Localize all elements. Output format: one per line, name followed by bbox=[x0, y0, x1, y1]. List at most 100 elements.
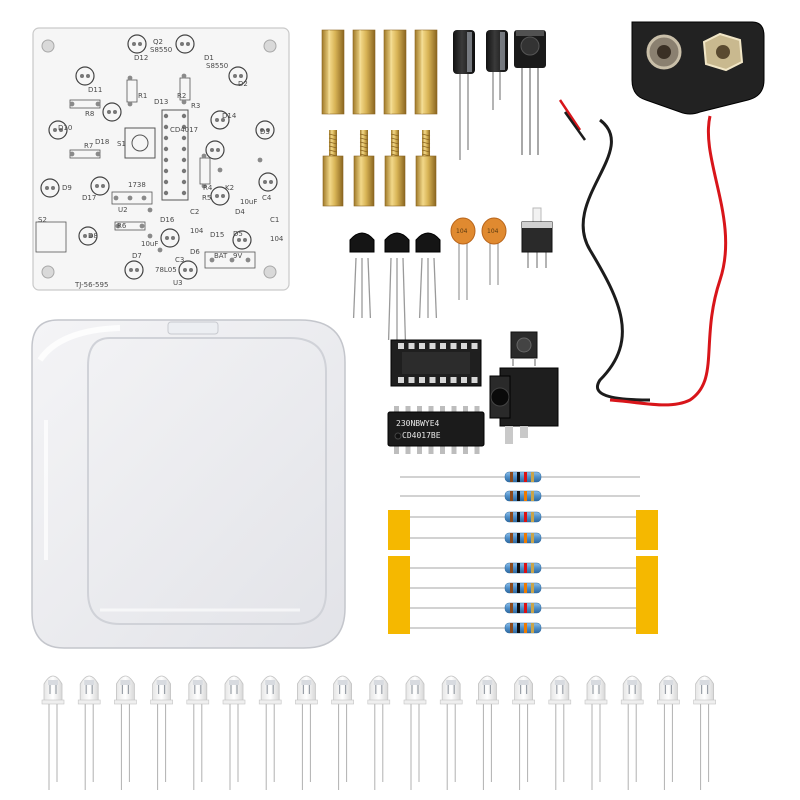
silkscreen-label: R3 bbox=[191, 102, 200, 110]
silkscreen-label: R7 bbox=[84, 142, 93, 150]
transistor bbox=[415, 232, 441, 319]
silkscreen-label: D13 bbox=[154, 98, 168, 106]
led bbox=[41, 675, 65, 790]
led bbox=[548, 675, 572, 790]
silkscreen-label: D18 bbox=[95, 138, 109, 146]
led-footprint bbox=[232, 230, 252, 250]
silkscreen-label: R8 bbox=[85, 110, 94, 118]
silkscreen-label: 10uF bbox=[141, 240, 158, 248]
resistor bbox=[400, 471, 640, 483]
led bbox=[512, 675, 535, 790]
svg-text:104: 104 bbox=[456, 228, 468, 235]
brass-standoff-long bbox=[383, 29, 407, 115]
silkscreen-label: 104 bbox=[190, 227, 204, 235]
ir-receiver bbox=[514, 30, 546, 155]
electrolytic-capacitor-2 bbox=[486, 30, 508, 110]
silkscreen-label: D6 bbox=[190, 248, 200, 256]
pcb-footer-label: TJ-56-595 bbox=[74, 281, 108, 289]
brass-standoff-long bbox=[352, 29, 376, 115]
ic-model-text: CD4017BE bbox=[402, 431, 441, 440]
svg-text:104: 104 bbox=[487, 228, 499, 235]
silkscreen-label: R2 bbox=[177, 92, 186, 100]
silkscreen-label: U3 bbox=[173, 279, 183, 287]
silkscreen-label: 78L05 bbox=[155, 266, 177, 274]
led bbox=[657, 675, 680, 790]
silkscreen-label: C2 bbox=[190, 208, 199, 216]
led bbox=[258, 675, 282, 790]
silkscreen-label: S8550 bbox=[206, 62, 228, 70]
silkscreen-label: R1 bbox=[138, 92, 147, 100]
resistor bbox=[410, 511, 636, 523]
silkscreen-label: C4 bbox=[262, 194, 272, 202]
silkscreen-label: 9V bbox=[233, 252, 242, 260]
plastic-box bbox=[31, 319, 346, 649]
led bbox=[150, 675, 173, 790]
silkscreen-label: R5 bbox=[202, 194, 211, 202]
resistor bbox=[410, 532, 636, 544]
ic-lot-text: 230NBWYE4 bbox=[396, 419, 440, 428]
silkscreen-label: BAT bbox=[214, 252, 228, 260]
led-footprint bbox=[160, 228, 180, 248]
led-footprint bbox=[258, 172, 278, 192]
silkscreen-label: D9 bbox=[62, 184, 72, 192]
led-footprint bbox=[228, 66, 248, 86]
led bbox=[620, 675, 644, 790]
resistor bbox=[410, 562, 636, 574]
silkscreen-label: R4 bbox=[203, 184, 213, 192]
led-footprint bbox=[175, 34, 195, 54]
silkscreen-label: D15 bbox=[210, 231, 224, 239]
silkscreen-label: D5 bbox=[233, 230, 243, 238]
silkscreen-label: D4 bbox=[235, 208, 245, 216]
transistor bbox=[349, 232, 375, 319]
silkscreen-label: R6 bbox=[117, 222, 127, 230]
led bbox=[222, 675, 246, 790]
silkscreen-label: Q2 bbox=[153, 38, 163, 46]
silkscreen-label: S2 bbox=[38, 216, 47, 224]
led-footprints bbox=[40, 34, 278, 280]
silkscreen-label: D2 bbox=[238, 80, 248, 88]
resistor bbox=[410, 582, 636, 594]
transistor bbox=[384, 232, 410, 341]
tact-switch bbox=[510, 331, 538, 366]
led bbox=[584, 675, 608, 790]
led-footprint bbox=[48, 120, 68, 140]
silkscreen-label: U2 bbox=[118, 206, 128, 214]
resistor-strip bbox=[388, 471, 658, 634]
brass-standoff-long bbox=[321, 29, 345, 115]
led bbox=[367, 675, 391, 790]
led bbox=[77, 675, 101, 790]
brass-standoff-short bbox=[353, 130, 375, 207]
led-footprint bbox=[75, 66, 95, 86]
silkscreen-label: CD4017 bbox=[170, 126, 198, 134]
transistor-set bbox=[349, 232, 441, 341]
silkscreen-label: D11 bbox=[88, 86, 102, 94]
silkscreen-label: S8550 bbox=[150, 46, 172, 54]
battery-clip bbox=[558, 21, 765, 407]
silkscreen-label: S1 bbox=[117, 140, 126, 148]
resistor bbox=[410, 602, 636, 614]
led-footprint bbox=[205, 140, 225, 160]
pcb-holes bbox=[69, 73, 263, 263]
silkscreen-label: D14 bbox=[222, 112, 237, 120]
brass-standoff-short bbox=[322, 130, 344, 207]
dip-ic: 230NBWYE4 CD4017BE bbox=[387, 406, 485, 454]
ceramic-capacitor-1: 104 bbox=[450, 217, 476, 300]
led-footprint bbox=[102, 102, 122, 122]
ceramic-capacitor-2: 104 bbox=[481, 217, 507, 285]
led-footprint bbox=[178, 260, 198, 280]
silkscreen-label: D3 bbox=[260, 128, 270, 136]
ic-socket bbox=[390, 339, 482, 387]
led-footprint bbox=[90, 176, 110, 196]
silkscreen-label: 104 bbox=[270, 235, 284, 243]
silkscreen-label: 1738 bbox=[128, 181, 146, 189]
slide-switch bbox=[521, 207, 553, 268]
silkscreen-label: D1 bbox=[204, 54, 214, 62]
led-footprint bbox=[127, 34, 147, 54]
led-footprint bbox=[210, 186, 230, 206]
silkscreen-label: C3 bbox=[175, 256, 184, 264]
ic-pads bbox=[163, 113, 187, 196]
silkscreen-label: K2 bbox=[225, 184, 234, 192]
